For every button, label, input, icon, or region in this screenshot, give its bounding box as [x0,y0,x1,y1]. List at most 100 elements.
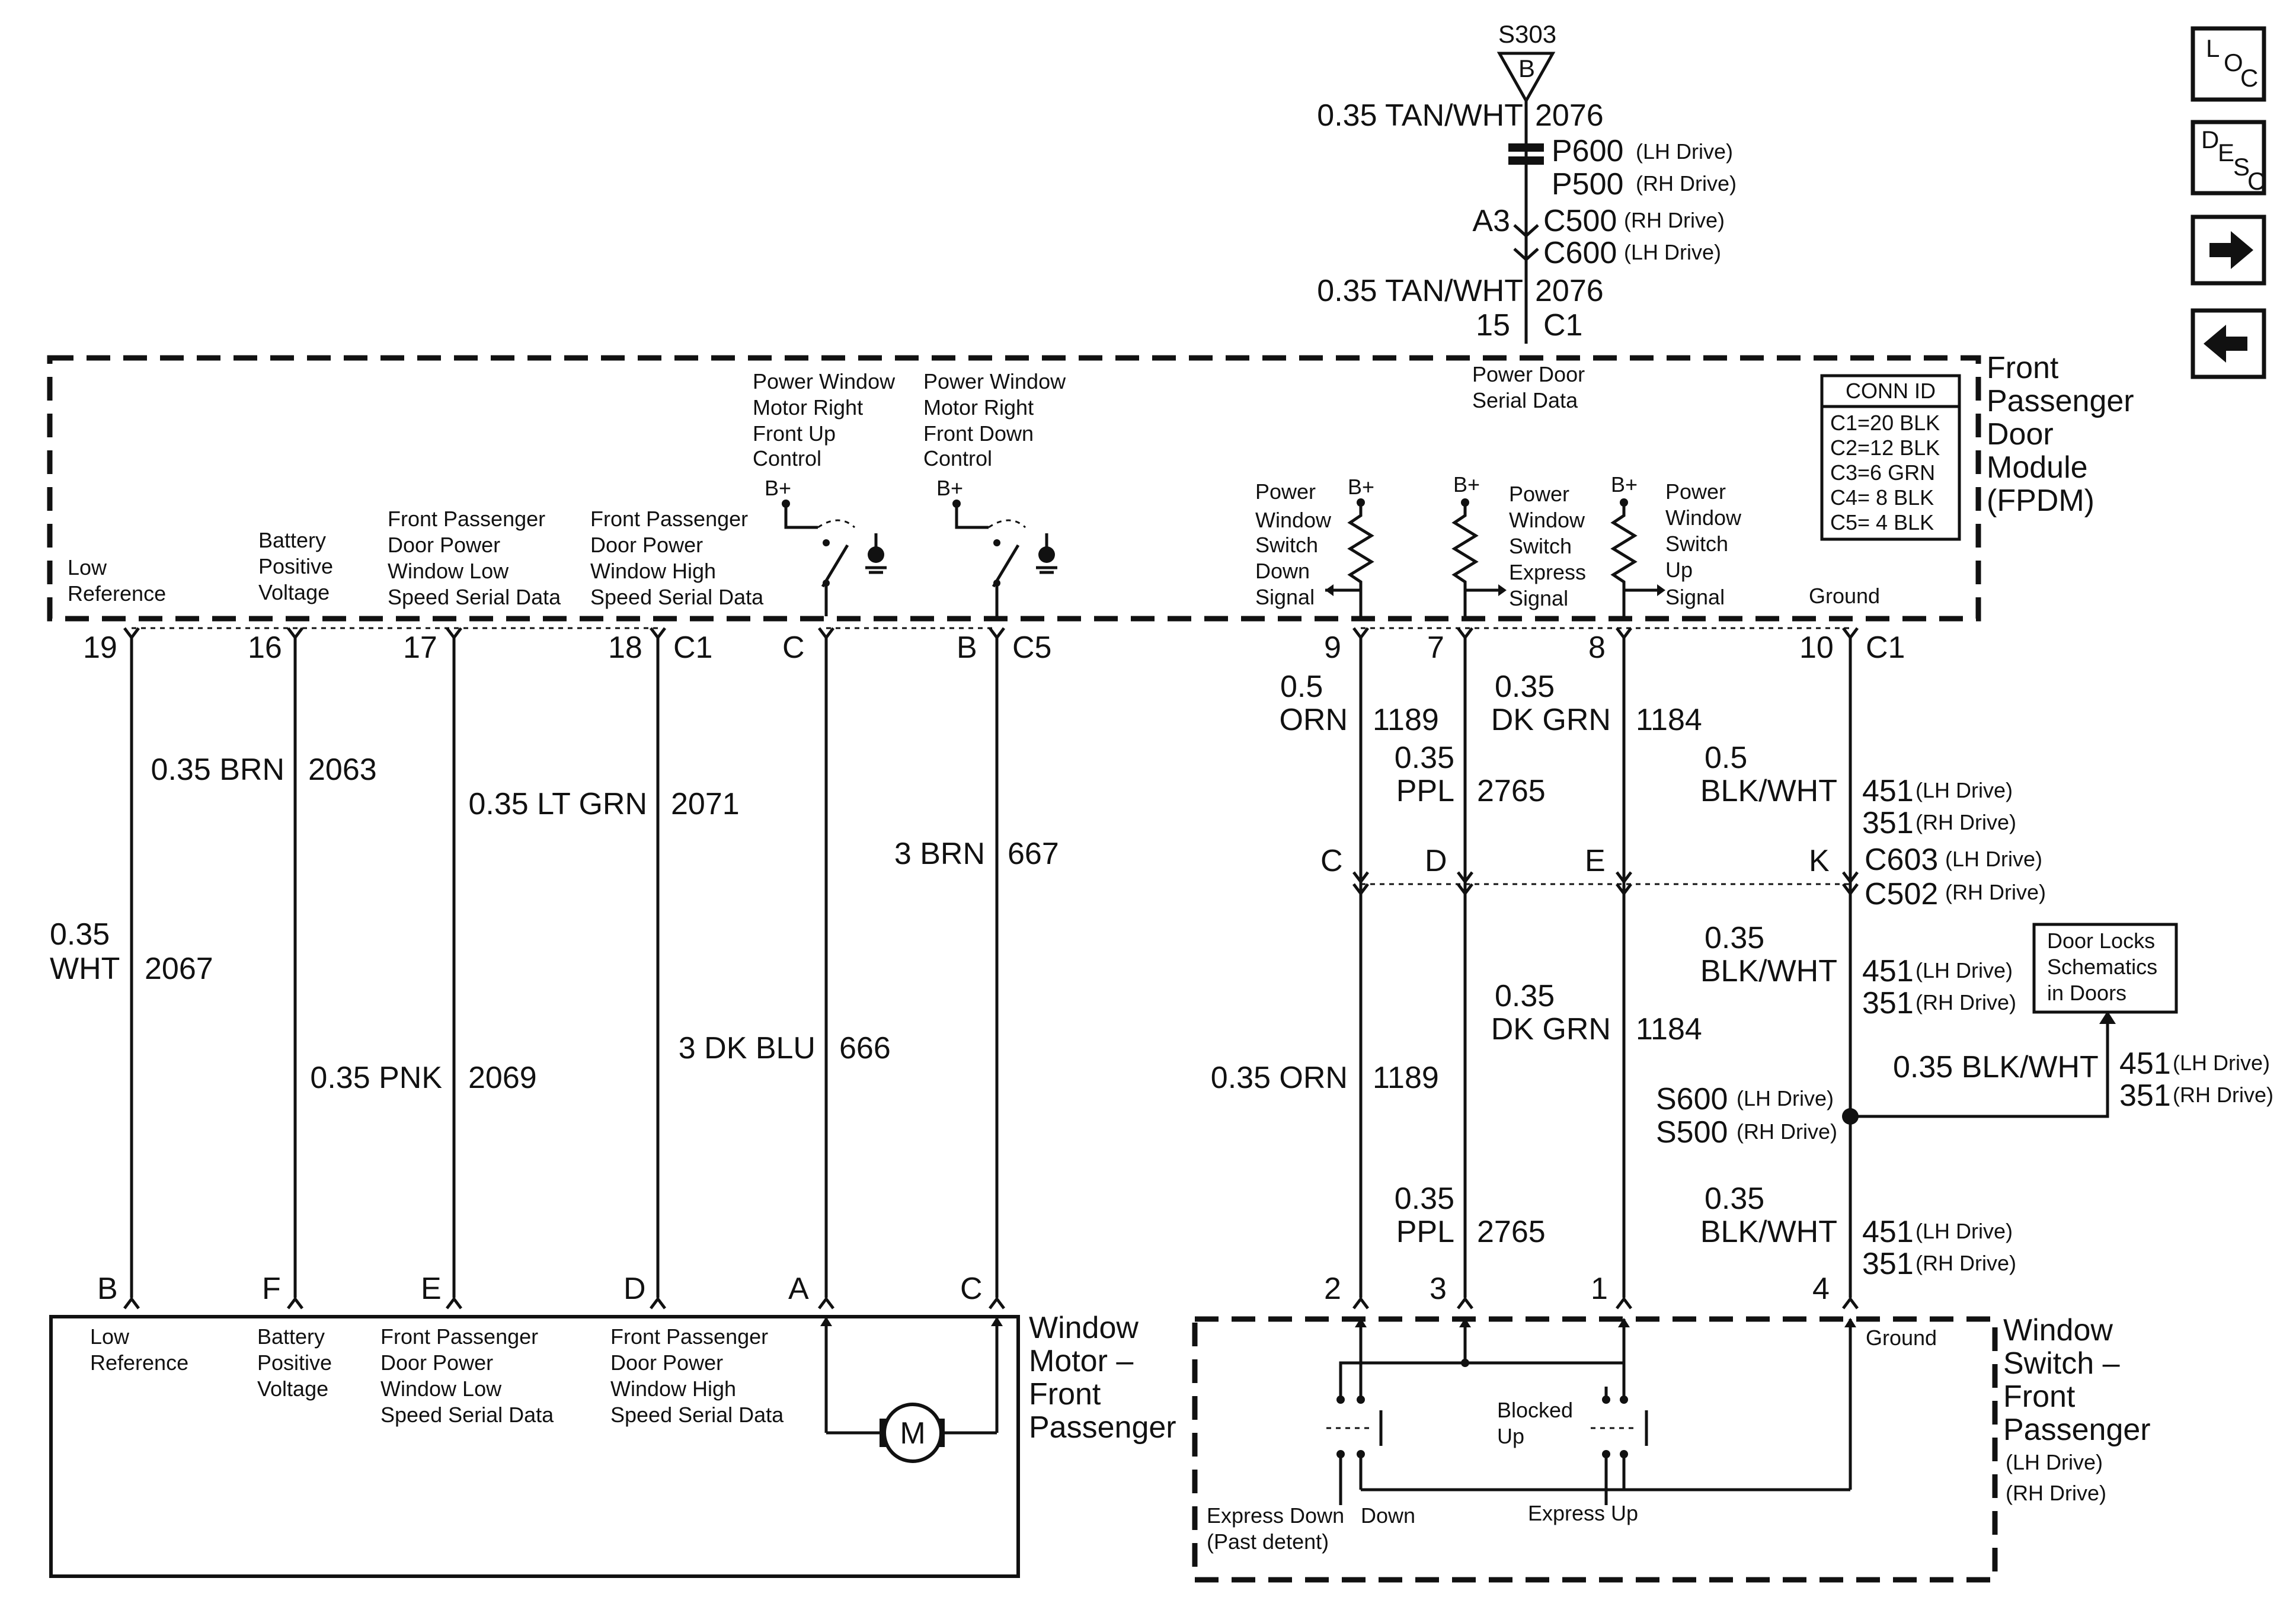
svg-text:BLK/WHT: BLK/WHT [1700,774,1837,808]
svg-text:(LH Drive): (LH Drive) [2173,1051,2270,1075]
svg-text:Power: Power [1509,482,1569,506]
svg-text:1189: 1189 [1373,703,1439,737]
svg-text:Front: Front [1987,351,2059,385]
svg-text:Signal: Signal [1665,585,1725,609]
svg-text:0.35: 0.35 [50,917,110,952]
svg-text:C1: C1 [673,630,712,665]
svg-text:Switch: Switch [1255,533,1318,557]
svg-text:0.5: 0.5 [1705,741,1747,775]
svg-text:0.35: 0.35 [1395,741,1454,775]
motor-connector-terminals [123,1296,1005,1310]
svg-text:451: 451 [2119,1046,2171,1081]
svg-text:D: D [1425,844,1447,878]
svg-text:WHT: WHT [50,952,120,986]
svg-text:C1=20 BLK: C1=20 BLK [1830,411,1940,435]
switch-connector-terminals [1352,1296,1859,1310]
svg-text:Motor Right: Motor Right [923,395,1034,420]
svg-text:0.5: 0.5 [1280,670,1323,704]
svg-text:Blocked: Blocked [1497,1398,1573,1422]
svg-text:451: 451 [1862,774,1914,808]
svg-text:9: 9 [1324,630,1341,665]
svg-text:Signal: Signal [1255,585,1315,609]
svg-text:0.35: 0.35 [1705,1182,1764,1216]
svg-text:C502: C502 [1865,877,1938,911]
svg-text:Schematics: Schematics [2047,955,2157,979]
svg-text:Battery: Battery [257,1324,325,1349]
svg-text:16: 16 [248,630,282,665]
svg-text:451: 451 [1862,1215,1914,1249]
svg-text:P500: P500 [1552,167,1623,201]
svg-text:Down: Down [1361,1503,1415,1528]
mid-connector: C D E K C603 (LH Drive) C502 (RH Drive) [1320,843,2046,911]
door-locks-reference[interactable]: Door Locks Schematics in Doors [2032,923,2178,1014]
svg-text:O: O [2224,49,2243,76]
svg-text:1: 1 [1591,1272,1608,1306]
svg-text:Door Locks: Door Locks [2047,929,2155,953]
svg-text:2069: 2069 [468,1061,537,1095]
svg-text:Power: Power [1665,479,1726,504]
svg-text:Front: Front [1029,1377,1101,1411]
splice-s303: S303 B [1496,20,1556,104]
svg-text:L: L [2206,34,2220,62]
svg-text:A3: A3 [1472,204,1510,238]
svg-text:Low: Low [68,555,107,580]
fpdm-labels: Low Reference Battery Positive Voltage F… [68,369,1880,610]
svg-text:Door Power: Door Power [380,1350,493,1375]
svg-text:S600: S600 [1656,1082,1728,1116]
svg-text:Door: Door [1987,417,2054,452]
svg-text:PPL: PPL [1396,774,1454,808]
pullup-up-signal: B+ [1610,472,1665,616]
svg-text:C600: C600 [1543,236,1617,270]
svg-text:Motor Right: Motor Right [753,395,863,420]
svg-text:Low: Low [90,1324,130,1349]
svg-text:(RH Drive): (RH Drive) [1916,810,2016,834]
svg-text:in Doors: in Doors [2047,981,2126,1005]
svg-text:451: 451 [1862,954,1914,988]
svg-text:2765: 2765 [1477,1215,1546,1249]
svg-text:Passenger: Passenger [1987,384,2134,418]
prev-arrow-icon[interactable] [2191,308,2266,379]
svg-text:Window Low: Window Low [388,559,509,583]
svg-text:Serial Data: Serial Data [1472,388,1578,412]
svg-text:Front Passenger: Front Passenger [388,507,545,531]
svg-text:(RH Drive): (RH Drive) [1945,880,2046,904]
svg-text:Ground: Ground [1866,1326,1937,1350]
svg-text:(RH Drive): (RH Drive) [2173,1083,2273,1107]
svg-text:PPL: PPL [1396,1215,1454,1249]
desc-icon[interactable]: D E S C [2191,120,2266,196]
svg-text:B: B [97,1272,118,1306]
loc-icon[interactable]: L O C [2191,26,2266,102]
svg-text:0.35: 0.35 [1705,921,1764,955]
svg-text:Battery: Battery [258,528,326,552]
svg-text:Module: Module [1987,450,2088,485]
svg-text:S: S [2233,153,2250,181]
svg-text:(LH Drive): (LH Drive) [1636,139,1733,164]
svg-text:Express Down: Express Down [1207,1503,1344,1528]
next-arrow-icon[interactable] [2191,215,2266,286]
svg-text:C5: C5 [1012,630,1051,665]
svg-text:2067: 2067 [145,952,213,986]
fpdm-box [47,355,1981,622]
svg-text:0.35 BRN: 0.35 BRN [151,753,284,787]
svg-text:0.35 ORN: 0.35 ORN [1211,1061,1348,1095]
svg-text:Switch: Switch [1509,534,1572,558]
svg-text:DK GRN: DK GRN [1491,703,1611,737]
splice-s600: 0.35 BLK/WHT 451 (LH Drive) 351 (RH Driv… [1842,1011,2273,1125]
svg-text:D: D [2201,126,2219,153]
svg-text:Up: Up [1665,558,1693,582]
serial-data-label: Power Door Serial Data [1472,362,1585,412]
svg-text:(Past detent): (Past detent) [1207,1529,1329,1554]
svg-text:Passenger: Passenger [1029,1410,1176,1445]
svg-text:Down: Down [1255,559,1310,583]
svg-text:C603: C603 [1865,843,1938,877]
svg-text:0.35 LT GRN: 0.35 LT GRN [468,787,647,821]
svg-text:Express Up: Express Up [1528,1501,1638,1525]
svg-text:B+: B+ [765,476,791,500]
window-motor-box [49,1315,1020,1578]
svg-text:667: 667 [1008,837,1059,871]
window-switch-title: Window Switch – Front Passenger (LH Driv… [2003,1313,2151,1505]
svg-text:B: B [957,630,977,665]
svg-text:Speed Serial Data: Speed Serial Data [590,585,764,609]
svg-text:Window: Window [1255,508,1332,532]
motor-pin-labels: B F E D A C [97,1272,983,1306]
